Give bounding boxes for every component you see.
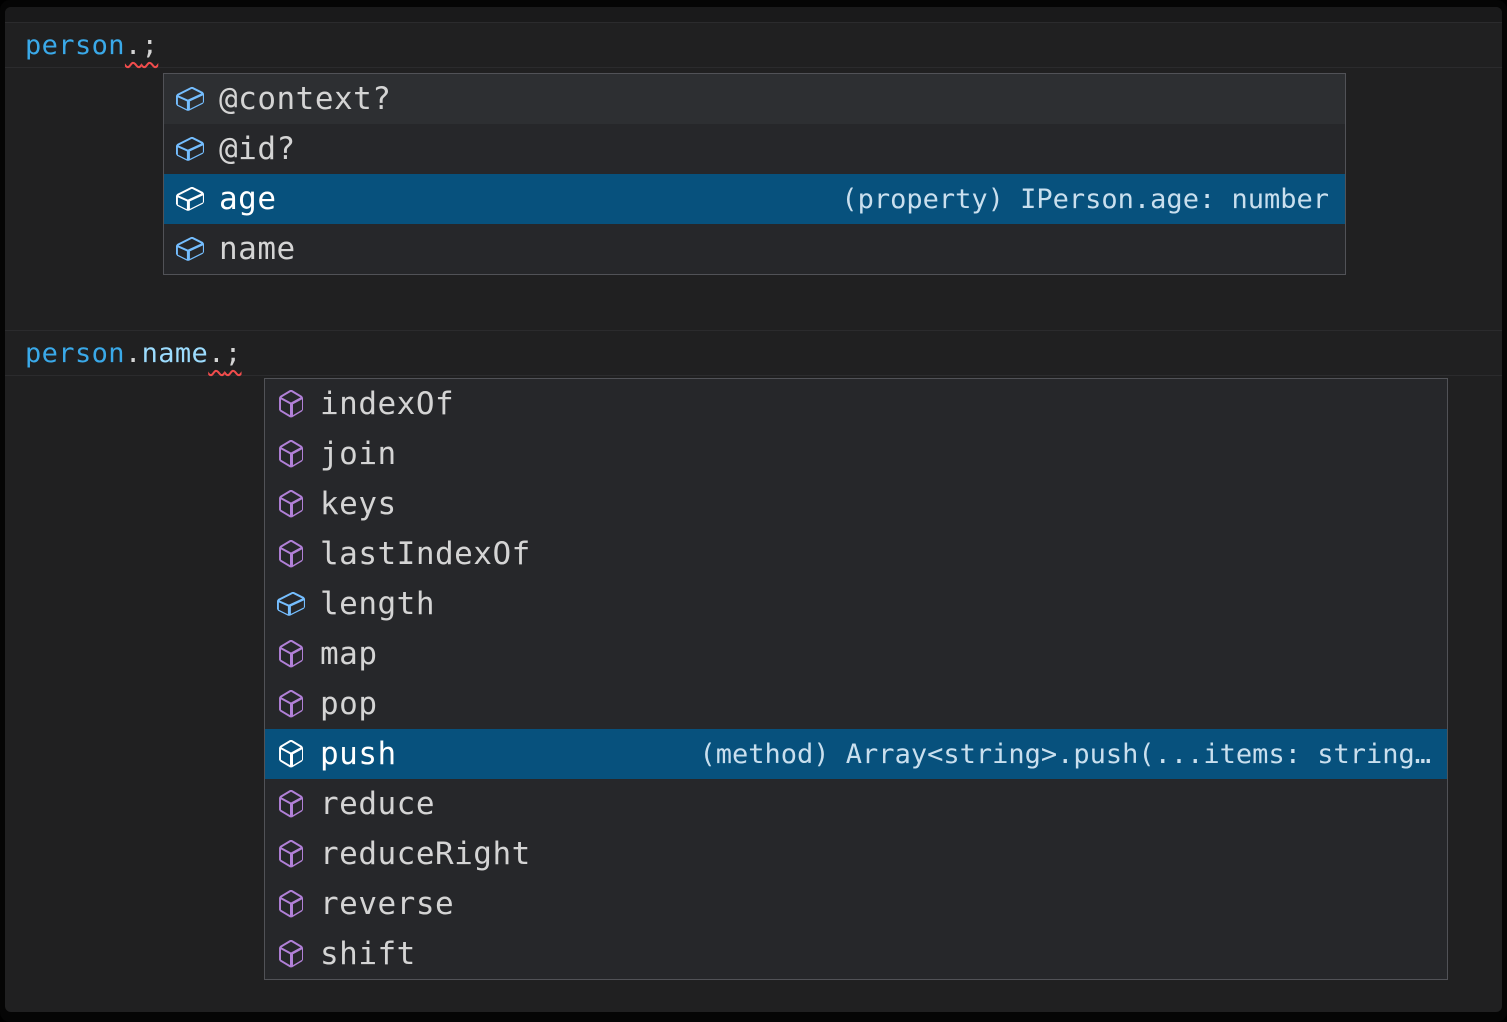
symbol-method-icon: [275, 438, 307, 470]
code-token: ;: [142, 30, 159, 61]
symbol-field-icon: [174, 133, 206, 165]
suggestion-item[interactable]: @context?: [164, 74, 1345, 124]
code-token: .: [208, 338, 225, 369]
suggestion-label: shift: [320, 936, 416, 972]
symbol-field-icon: [174, 83, 206, 115]
code-token: ;: [225, 338, 242, 369]
suggestion-detail: (method) Array<string>.push(...items: st…: [700, 739, 1432, 770]
symbol-method-icon: [275, 638, 307, 670]
symbol-field-icon: [174, 233, 206, 265]
suggestion-item[interactable]: push (method) Array<string>.push(...item…: [265, 729, 1447, 779]
suggestion-label: join: [320, 436, 397, 472]
symbol-method-icon: [275, 538, 307, 570]
symbol-method-icon: [275, 738, 307, 770]
code-token: .: [125, 30, 142, 61]
suggestion-item[interactable]: reduceRight: [265, 829, 1447, 879]
suggestion-label: indexOf: [320, 386, 454, 422]
suggestion-label: lastIndexOf: [320, 536, 531, 572]
suggestion-item[interactable]: reverse: [265, 879, 1447, 929]
suggestion-label: pop: [320, 686, 378, 722]
code-token: .: [125, 338, 142, 369]
suggestion-label: map: [320, 636, 378, 672]
suggestion-item[interactable]: map: [265, 629, 1447, 679]
suggestion-label: @context?: [219, 81, 391, 117]
suggest-widget-person: @context? @id?: [163, 73, 1346, 275]
suggestion-item[interactable]: lastIndexOf: [265, 529, 1447, 579]
code-token: name: [142, 338, 209, 369]
symbol-method-icon: [275, 938, 307, 970]
symbol-method-icon: [275, 888, 307, 920]
suggest-widget-person-name: indexOf join: [264, 378, 1448, 980]
suggestion-label: name: [219, 231, 296, 267]
symbol-method-icon: [275, 788, 307, 820]
code-token: person: [25, 30, 125, 61]
suggestion-item[interactable]: keys: [265, 479, 1447, 529]
suggestion-label: length: [320, 586, 435, 622]
editor-top-strip: [5, 7, 1502, 23]
suggestion-label: push: [320, 736, 397, 772]
suggestion-item[interactable]: pop: [265, 679, 1447, 729]
symbol-field-icon: [275, 588, 307, 620]
suggestion-label: reduceRight: [320, 836, 531, 872]
suggestion-item[interactable]: @id?: [164, 124, 1345, 174]
code-line-person-name[interactable]: person . name . ;: [5, 330, 1502, 376]
symbol-method-icon: [275, 838, 307, 870]
suggestion-label: @id?: [219, 131, 296, 167]
suggestion-item[interactable]: name: [164, 224, 1345, 274]
suggestion-item[interactable]: indexOf: [265, 379, 1447, 429]
suggestion-item[interactable]: length: [265, 579, 1447, 629]
code-token: person: [25, 338, 125, 369]
symbol-method-icon: [275, 388, 307, 420]
symbol-method-icon: [275, 488, 307, 520]
suggestion-label: reduce: [320, 786, 435, 822]
suggestion-label: age: [219, 181, 277, 217]
suggestion-item[interactable]: reduce: [265, 779, 1447, 829]
suggestion-item[interactable]: age (property) IPerson.age: number: [164, 174, 1345, 224]
symbol-method-icon: [275, 688, 307, 720]
suggestion-label: reverse: [320, 886, 454, 922]
suggestion-item[interactable]: join: [265, 429, 1447, 479]
suggestion-label: keys: [320, 486, 397, 522]
code-line-person[interactable]: person . ;: [5, 22, 1502, 68]
suggestion-detail: (property) IPerson.age: number: [841, 184, 1329, 215]
symbol-field-icon: [174, 183, 206, 215]
suggestion-item[interactable]: shift: [265, 929, 1447, 979]
